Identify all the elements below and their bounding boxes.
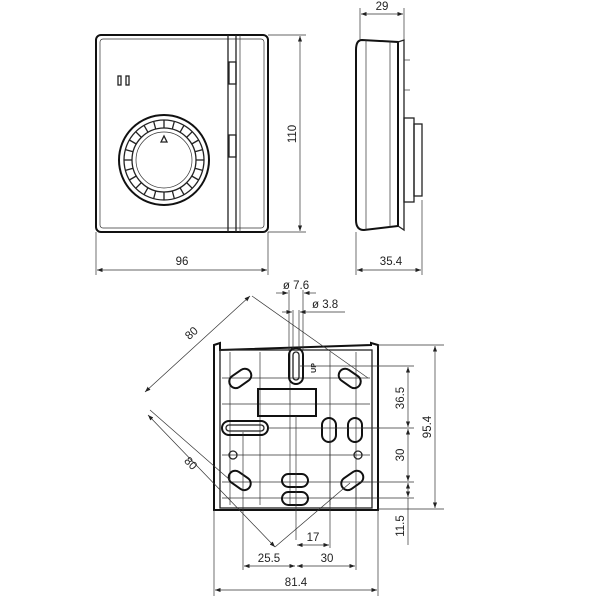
diagonal-bottom-label: 80 [181, 455, 199, 473]
diagonal-top-label: 80 [183, 325, 201, 342]
dimension-front-height: 110 [268, 34, 306, 233]
dial-grip-tick [191, 139, 199, 145]
led-indicators [117, 75, 130, 86]
dial-grip-tick [186, 182, 193, 189]
dial-grip-tick [143, 187, 149, 195]
right-offset-label: 30 [321, 553, 334, 565]
dial-grip-tick [143, 125, 149, 133]
front-height-label: 110 [287, 125, 299, 143]
left-offset-label: 25.5 [258, 553, 280, 565]
dial-grip-tick [171, 190, 175, 199]
up-marker: UP [311, 363, 318, 373]
dial-grip-tick [125, 167, 134, 171]
dial-grip-tick [179, 125, 185, 133]
side-depth-top-label: 29 [376, 1, 389, 13]
upper-spacing-label: 36.5 [395, 387, 407, 409]
dial-grip-tick [194, 167, 203, 171]
dial-grip-tick [153, 121, 157, 130]
overall-width-label: 81.4 [285, 577, 308, 589]
dial-grip-tick [125, 149, 134, 153]
mounting-slots [221, 347, 365, 506]
dial-grip-tick [135, 182, 142, 189]
hole-large-diameter-label: ø 7.6 [283, 280, 309, 292]
base-plate-view: UP ø 7.6 ø 3.8 80 80 [144, 280, 444, 596]
dimension-hole-diameters: ø 7.6 ø 3.8 [276, 280, 345, 350]
temperature-dial [118, 114, 210, 206]
dial-grip-tick [153, 190, 157, 199]
dial-grip-tick [186, 131, 193, 138]
middle-spacing-label: 30 [395, 449, 407, 462]
overall-height-label: 95.4 [422, 415, 434, 438]
front-width-label: 96 [176, 256, 189, 268]
dimension-side-depth-bottom: 35.4 [355, 200, 423, 275]
side-depth-bottom-label: 35.4 [380, 256, 403, 268]
dial-grip-tick [194, 149, 203, 153]
dial-grip-tick [171, 121, 175, 130]
dimension-right-vertical: 36.5 95.4 30 11.5 [300, 344, 444, 545]
dial-grip-tick [135, 131, 142, 138]
dial-grip-tick [179, 187, 185, 195]
dimension-bottom-horizontal: 17 25.5 30 81.4 [213, 432, 379, 596]
hole-small-diameter-label: ø 3.8 [312, 299, 338, 311]
dial-grip-tick [129, 139, 137, 145]
dimension-front-width: 96 [95, 232, 269, 275]
dimension-side-depth-top: 29 [359, 1, 405, 40]
bottom-small-label: 17 [307, 532, 320, 544]
bottom-offset-label: 11.5 [395, 515, 407, 537]
dial-grip-tick [129, 175, 137, 181]
side-view: 29 35.4 [355, 1, 423, 275]
front-view: 110 96 [95, 34, 306, 275]
dial-grip-tick [191, 175, 199, 181]
